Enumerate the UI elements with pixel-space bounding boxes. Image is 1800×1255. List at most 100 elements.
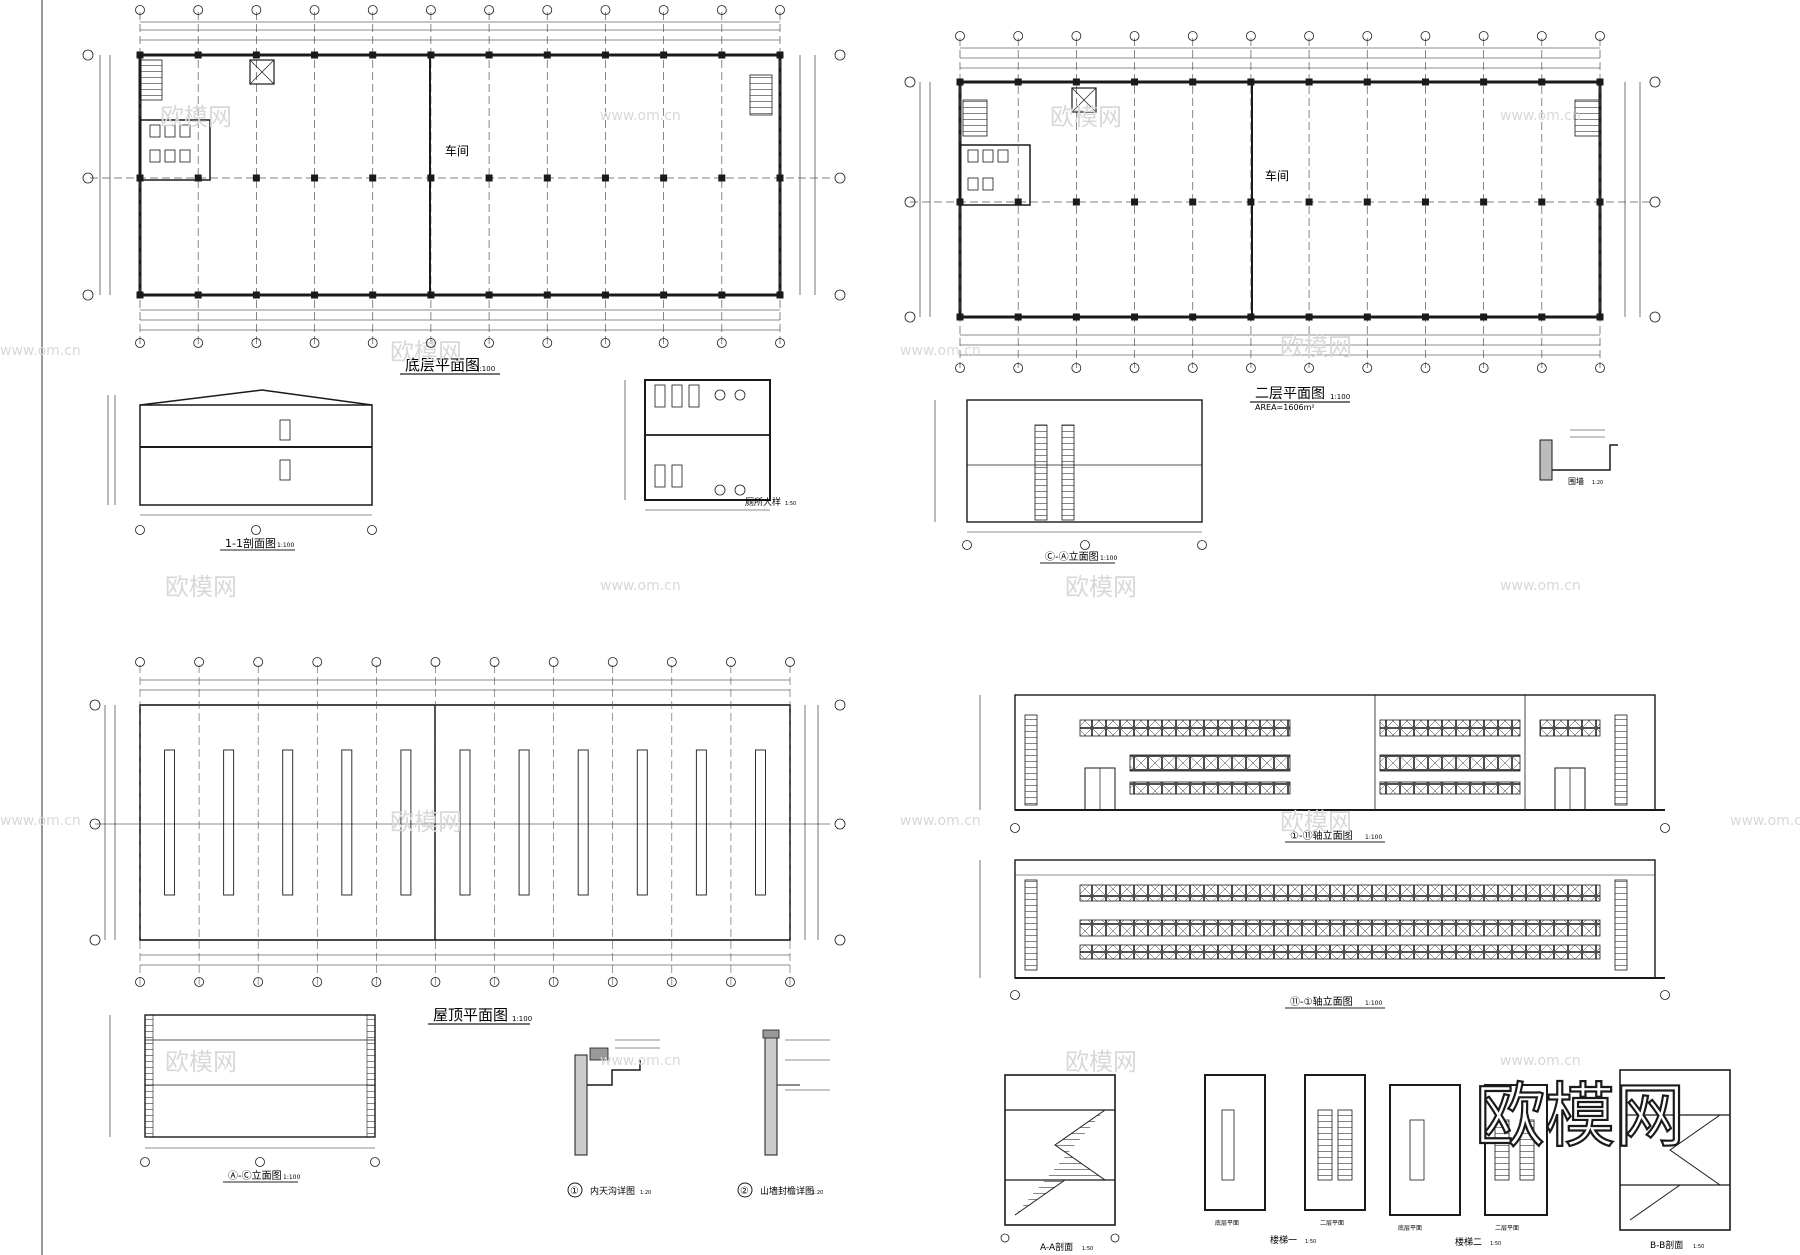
roof-plan bbox=[89, 665, 846, 985]
elevation-c-a-title: Ⓒ-Ⓐ立面图 bbox=[1045, 550, 1099, 563]
column bbox=[1421, 313, 1429, 321]
column bbox=[1014, 78, 1022, 86]
watermark-url: www.om.cn bbox=[1500, 1053, 1581, 1069]
grid-bubble bbox=[367, 338, 378, 348]
column bbox=[369, 174, 377, 182]
column bbox=[1363, 198, 1371, 206]
grid-bubble bbox=[600, 338, 611, 348]
detail-1-title: 内天沟详图 bbox=[590, 1185, 635, 1197]
roof-skylight bbox=[755, 749, 766, 896]
grid-bubble bbox=[251, 5, 262, 15]
stair-2-scale: 1:50 bbox=[1490, 1241, 1501, 1247]
toilet-detail bbox=[624, 379, 771, 511]
grid-bubble bbox=[135, 338, 145, 348]
grid-bubble bbox=[1129, 363, 1140, 373]
grid-bubble bbox=[430, 977, 441, 987]
grid-bubble bbox=[775, 338, 785, 348]
elevation-c-a-top bbox=[934, 399, 1207, 550]
second-plan-room-label: 车间 bbox=[1265, 168, 1289, 183]
grid-bubble bbox=[716, 5, 727, 15]
column bbox=[718, 174, 726, 182]
grid-bubble bbox=[1536, 363, 1547, 373]
roof-plan-title: 屋顶平面图 bbox=[433, 1006, 508, 1024]
grid-bubble bbox=[1187, 363, 1198, 373]
column bbox=[601, 291, 609, 299]
column bbox=[1131, 198, 1139, 206]
grid-bubble bbox=[251, 338, 262, 348]
grid-bubble bbox=[194, 977, 204, 987]
stair-2-second-label: 二层平面 bbox=[1495, 1225, 1519, 1232]
detail-2-scale: 1:20 bbox=[812, 1190, 823, 1196]
grid-bubble bbox=[785, 977, 795, 987]
roof-skylight bbox=[636, 749, 648, 896]
column bbox=[1480, 78, 1488, 86]
column bbox=[1596, 198, 1604, 206]
watermark-brand: 欧模网 bbox=[1065, 1048, 1137, 1076]
stair-1-plans bbox=[1204, 1074, 1366, 1211]
grid-bubble bbox=[193, 5, 204, 15]
column bbox=[1305, 313, 1313, 321]
stair-1-ground-label: 底层平面 bbox=[1215, 1219, 1239, 1227]
grid-bubble bbox=[367, 5, 378, 15]
roof-skylight bbox=[341, 749, 353, 896]
watermark-logo: 欧模网 bbox=[1475, 1075, 1685, 1157]
column bbox=[1247, 198, 1255, 206]
toilet-detail-scale: 1:50 bbox=[785, 501, 796, 507]
second-plan-area: AREA=1606m² bbox=[1255, 403, 1315, 412]
grid-bubble bbox=[484, 5, 494, 15]
parapet-detail-scale: 1:20 bbox=[1592, 480, 1603, 486]
section-b-b-scale: 1:50 bbox=[1693, 1244, 1704, 1250]
column bbox=[1538, 198, 1546, 206]
grid-bubble bbox=[1304, 363, 1314, 373]
section-a-a-scale: 1:50 bbox=[1082, 1246, 1093, 1252]
column bbox=[1189, 313, 1197, 321]
grid-bubble bbox=[1595, 31, 1605, 41]
grid-bubble bbox=[542, 5, 553, 15]
elevation-a-c bbox=[109, 1014, 380, 1167]
ground-plan-scale: 1:100 bbox=[475, 365, 495, 373]
column bbox=[956, 313, 964, 321]
second-plan-scale: 1:100 bbox=[1330, 393, 1350, 401]
column bbox=[1072, 313, 1080, 321]
column bbox=[1305, 78, 1313, 86]
watermark-brand: 欧模网 bbox=[1280, 808, 1352, 836]
grid-bubble bbox=[253, 977, 264, 987]
grid-bubble bbox=[955, 363, 965, 373]
grid-bubble bbox=[371, 657, 382, 667]
stair-2-ground-label: 底层平面 bbox=[1398, 1224, 1422, 1232]
section-1-1-scale: 1:100 bbox=[277, 542, 294, 549]
ground-plan-title: 底层平面图 bbox=[405, 356, 480, 374]
column bbox=[1247, 313, 1255, 321]
grid-bubble bbox=[666, 977, 677, 987]
grid-bubble bbox=[1187, 31, 1198, 41]
grid-bubble bbox=[542, 338, 553, 348]
grid-bubble bbox=[785, 657, 795, 667]
toilet-detail-title: 厕所大样 bbox=[745, 496, 781, 508]
column bbox=[1131, 313, 1139, 321]
watermark-brand: 欧模网 bbox=[160, 103, 232, 131]
roof-skylight bbox=[577, 749, 589, 896]
column bbox=[1538, 78, 1546, 86]
grid-bubble bbox=[309, 5, 320, 15]
column bbox=[601, 174, 609, 182]
column bbox=[718, 291, 726, 299]
detail-2-title: 山墙封檐详图 bbox=[760, 1185, 814, 1197]
column bbox=[485, 51, 493, 59]
grid-bubble bbox=[548, 977, 559, 987]
column bbox=[1189, 78, 1197, 86]
elevation-a-c-scale: 1:100 bbox=[283, 1174, 300, 1181]
detail-2-drawing bbox=[762, 1029, 830, 1156]
watermark-url: www.om.cn bbox=[1730, 813, 1800, 829]
column bbox=[776, 291, 784, 299]
column bbox=[1072, 78, 1080, 86]
column bbox=[311, 174, 319, 182]
front-elevation-scale: 1:100 bbox=[1365, 834, 1382, 841]
column bbox=[252, 51, 260, 59]
column bbox=[194, 291, 202, 299]
elevation-c-a-scale: 1:100 bbox=[1100, 555, 1117, 562]
column bbox=[660, 291, 668, 299]
grid-bubble bbox=[1478, 31, 1489, 41]
watermark-brand: 欧模网 bbox=[390, 338, 462, 366]
second-floor-plan bbox=[904, 38, 1661, 368]
ground-floor-plan bbox=[82, 12, 846, 345]
